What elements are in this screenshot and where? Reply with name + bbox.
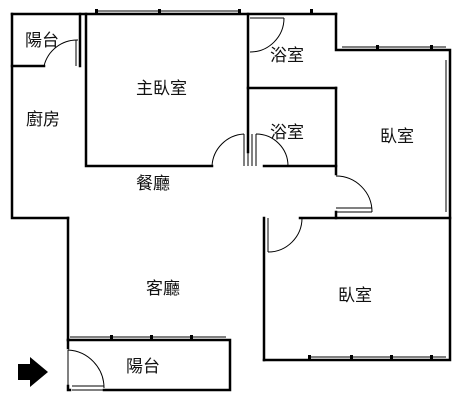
room-label-bathroom-1: 浴室 [270,46,304,66]
windows [70,9,447,361]
room-label-kitchen: 廚房 [26,109,60,130]
interior-walls [10,12,452,362]
room-label-bathroom-2: 浴室 [270,123,304,143]
entrance-arrow-icon [18,357,48,387]
room-label-master-bedroom: 主臥室 [136,79,187,99]
room-label-living-room: 客廳 [146,279,180,299]
room-label-dining: 餐廳 [136,174,170,194]
room-label-bedroom-right-bottom: 臥室 [338,286,372,306]
room-label-bedroom-right-top: 臥室 [380,127,414,147]
doors [43,13,373,391]
room-label-balcony-top: 陽台 [25,31,59,51]
room-label-balcony-bottom: 陽台 [126,357,160,377]
outer-walls [10,12,452,392]
